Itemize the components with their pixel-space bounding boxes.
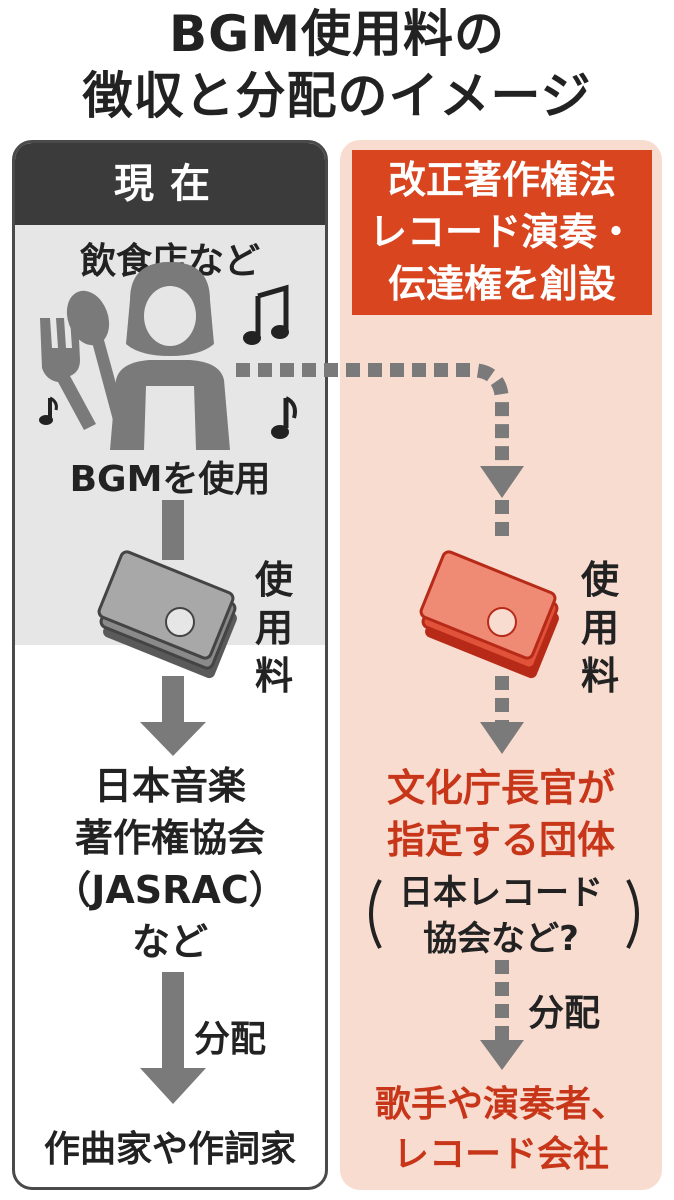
music-note-icon	[243, 284, 289, 345]
arrow-right-distribution	[480, 960, 524, 1070]
left-fee-label: 使 用 料	[254, 558, 293, 698]
person-icon	[110, 262, 230, 450]
right-org-paren: 日本レコード 協会など?	[399, 873, 603, 959]
right-recipient: 歌手や演奏者、 レコード会社	[374, 1084, 627, 1175]
right-distribution-label: 分配	[528, 993, 601, 1034]
right-header-line-2: レコード演奏・	[368, 210, 635, 254]
title-line-2: 徴収と分配のイメージ	[82, 67, 592, 125]
right-header: 改正著作権法 レコード演奏・ 伝達権を創設	[352, 150, 652, 315]
right-fee-label: 使 用 料	[580, 558, 619, 698]
music-note-small-icon	[39, 396, 58, 425]
right-header-line-3: 伝達権を創設	[387, 262, 616, 306]
dotted-flow-arrow	[236, 363, 524, 540]
title-line-1: BGM使用料の	[169, 5, 505, 63]
arrow-left-fee	[162, 500, 184, 560]
left-recipient: 作曲家や作詞家	[43, 1129, 296, 1170]
arrow-left-org	[140, 676, 206, 756]
music-note-right-icon	[271, 396, 297, 439]
left-org: 日本音楽 著作権協会 （JASRAC） など	[53, 764, 287, 964]
arrow-left-distribution	[140, 972, 206, 1104]
arrow-right-org	[480, 676, 524, 754]
right-org: 文化庁長官が 指定する団体	[386, 766, 615, 862]
paren-right	[626, 879, 639, 949]
left-header: 現在	[15, 143, 325, 225]
fork-icon	[40, 318, 96, 430]
paren-left	[369, 879, 382, 949]
right-header-line-1: 改正著作権法	[387, 158, 616, 202]
bgm-label: BGMを使用	[69, 459, 271, 500]
money-right-icon	[419, 550, 559, 679]
money-left-icon	[97, 550, 237, 679]
left-distribution-label: 分配	[194, 1019, 267, 1060]
